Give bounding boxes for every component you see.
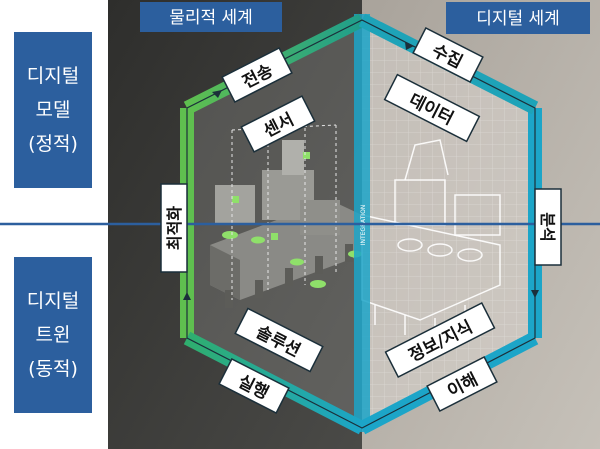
digital-twin-line2: 트윈 bbox=[35, 324, 71, 346]
digital-twin-line1: 디지털 bbox=[26, 290, 80, 312]
arrow-right bbox=[531, 290, 539, 298]
digital-twin-box: 디지털 트윈 (동적) bbox=[14, 257, 92, 413]
digital-model-line3: (정적) bbox=[28, 133, 78, 155]
digital-model-box: 디지털 모델 (정적) bbox=[14, 32, 92, 188]
digital-world-header-text: 디지털 세계 bbox=[476, 9, 560, 29]
physical-world-header-text: 물리적 세계 bbox=[169, 8, 253, 28]
digital-twin-line3: (동적) bbox=[28, 358, 78, 380]
label-transmit: 전송 bbox=[221, 46, 293, 104]
label-optimize-text: 최적화 bbox=[165, 206, 184, 250]
cycle-track-line bbox=[186, 19, 536, 429]
arrow-left bbox=[183, 292, 191, 300]
digital-world-header bbox=[446, 2, 590, 34]
digital-model-line1: 디지털 bbox=[26, 65, 80, 87]
label-optimize: 최적화 bbox=[160, 183, 188, 273]
label-analyze: 분석 bbox=[534, 188, 562, 266]
arrow-top-right bbox=[405, 42, 414, 50]
arrow-top-left bbox=[212, 90, 222, 98]
label-analyze-text: 분석 bbox=[538, 212, 557, 241]
physical-world-header bbox=[140, 2, 282, 32]
digital-model-line2: 모델 bbox=[35, 99, 71, 121]
